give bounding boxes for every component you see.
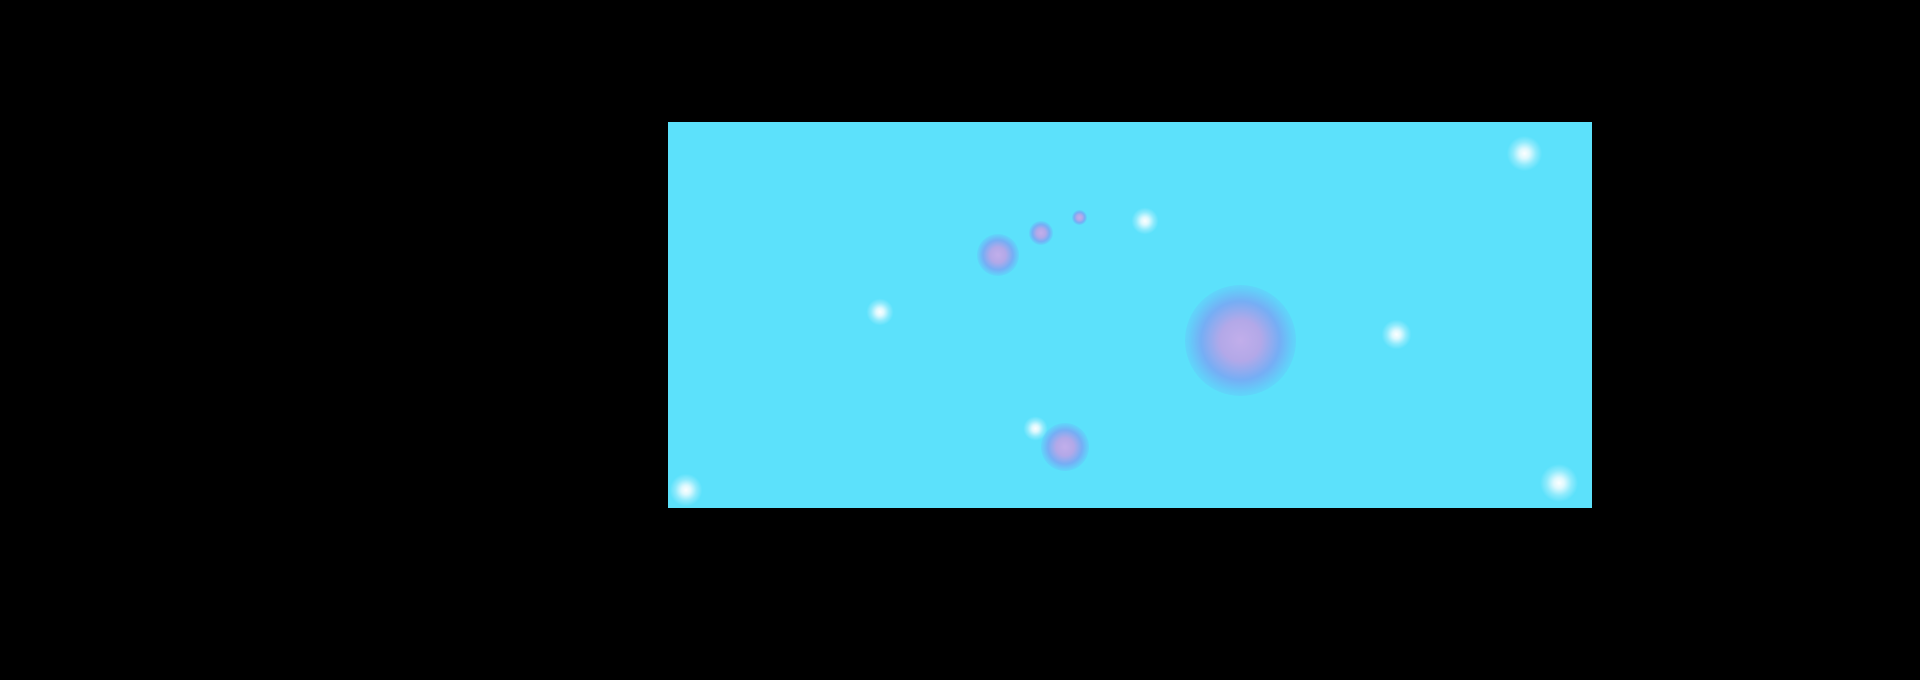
bubble-particle (977, 234, 1019, 276)
bubble-particle (1071, 209, 1087, 225)
glow-particle (668, 472, 704, 508)
bubble-particle (1041, 423, 1089, 471)
glow-particle (1538, 462, 1580, 504)
glow-particle (865, 297, 895, 327)
glow-particle (1130, 206, 1160, 236)
game-canvas[interactable] (668, 122, 1592, 508)
glow-particle (1021, 414, 1049, 442)
bubble-particle (1184, 284, 1296, 396)
glow-particle (1504, 133, 1544, 173)
bubble-particle (1029, 221, 1053, 245)
glow-particle (1379, 317, 1413, 351)
